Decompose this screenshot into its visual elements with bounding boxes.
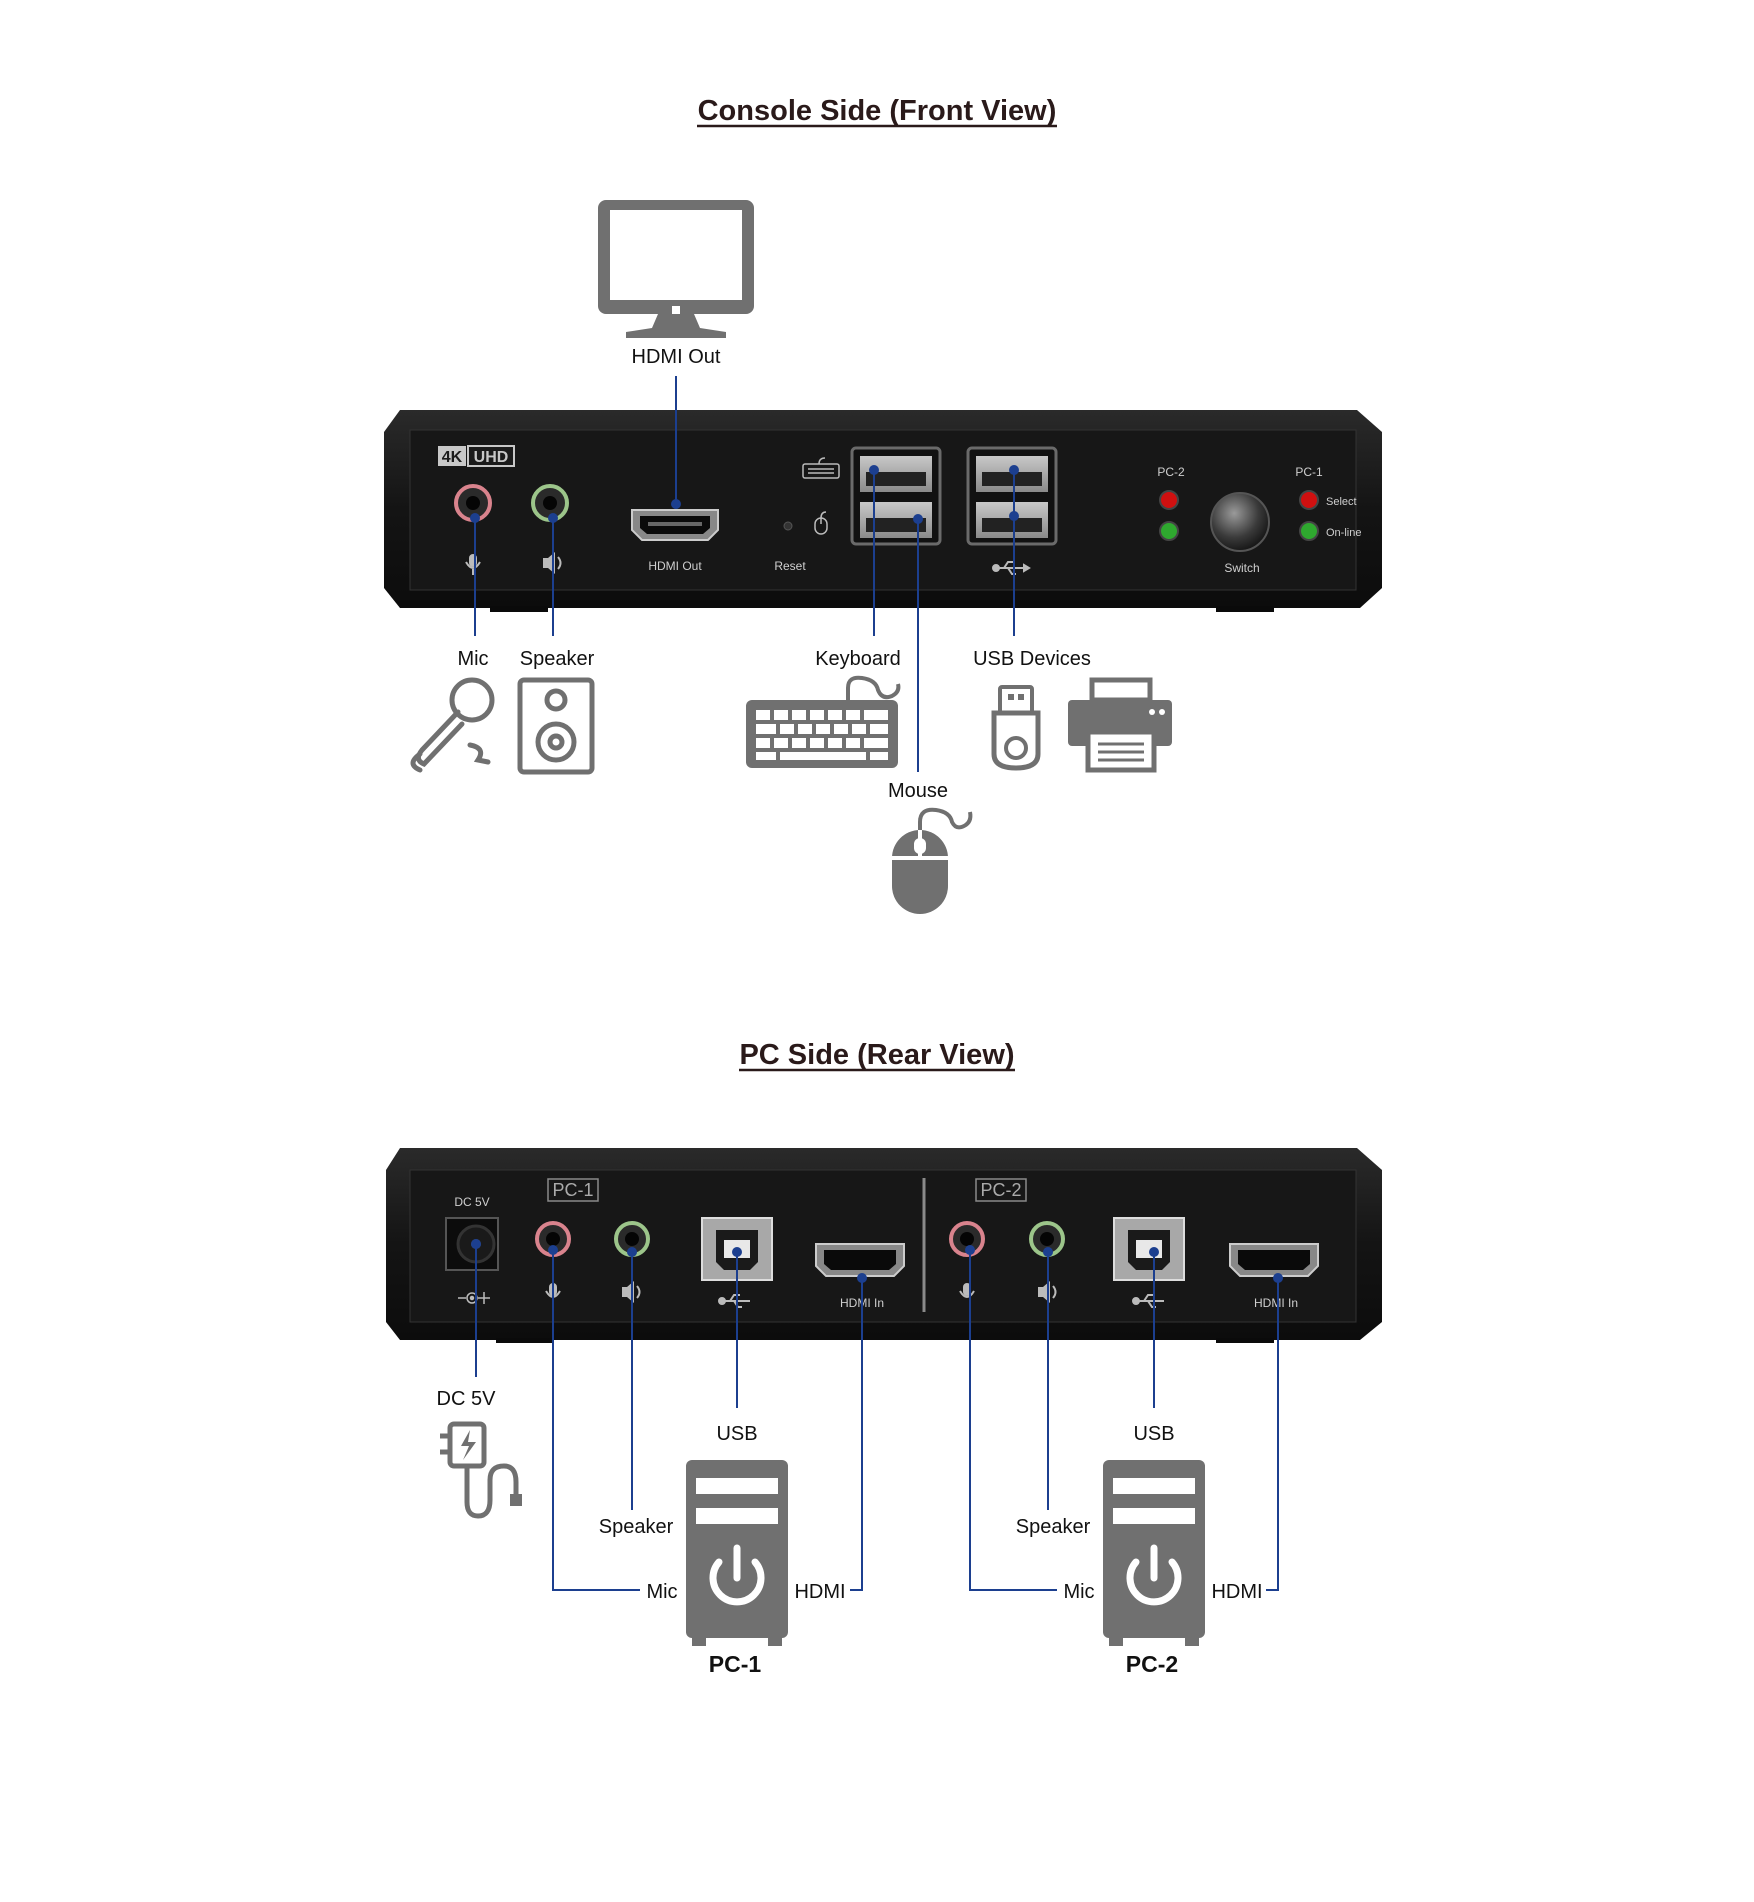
- front-view-title: Console Side (Front View): [698, 95, 1057, 127]
- 4k-badge-text: 4K: [442, 449, 463, 466]
- uhd-badge-text: UHD: [474, 449, 509, 466]
- rear-pc2-label-box: [975, 1178, 1027, 1202]
- reset-button: [783, 521, 793, 531]
- callout-usb-devices: USB Devices: [973, 648, 1091, 670]
- front-connector-lines: [474, 376, 1015, 772]
- callout-hdmi-out: HDMI Out: [632, 346, 721, 368]
- callout-pc1-hdmi: HDMI: [794, 1581, 845, 1603]
- callout-dc5v: DC 5V: [437, 1388, 497, 1410]
- panel-label-online: On-line: [1326, 527, 1361, 539]
- front-connector-dots: [470, 465, 1019, 524]
- callout-keyboard: Keyboard: [815, 648, 901, 670]
- panel-label-pc1: PC-1: [1295, 465, 1323, 479]
- pc1-label: PC-1: [709, 1651, 762, 1677]
- panel-label-rear-pc2-hdmi-in: HDMI In: [1254, 1296, 1298, 1310]
- 4k-badge: [438, 446, 466, 466]
- callout-speaker: Speaker: [520, 648, 595, 670]
- panel-label-dc5v: DC 5V: [454, 1195, 489, 1209]
- rear-pc1-hdmi-port: [815, 1243, 905, 1277]
- pc1-select-led: [1299, 490, 1319, 510]
- switch-knob: [1210, 492, 1270, 552]
- uhd-badge: [467, 445, 515, 467]
- callout-mouse: Mouse: [888, 780, 948, 802]
- front-hdmi-port: [631, 509, 719, 541]
- monitor-icon: [598, 200, 754, 338]
- pc1-tower-icon: [686, 1460, 788, 1646]
- pc2-online-led: [1159, 521, 1179, 541]
- panel-label-rear-pc1: PC-1: [552, 1180, 593, 1200]
- speaker-box-icon: [517, 677, 595, 775]
- rear-pc2-hdmi-port: [1229, 1243, 1319, 1277]
- rear-pc1-label-box: [547, 1178, 599, 1202]
- front-usb-stack-left: [850, 446, 942, 546]
- pc1-online-led: [1299, 521, 1319, 541]
- panel-label-pc2: PC-2: [1157, 465, 1185, 479]
- panel-label-reset: Reset: [774, 559, 806, 573]
- front-usb-stack-right: [966, 446, 1058, 546]
- rear-pc2-usb-b-port: [1113, 1217, 1185, 1281]
- power-adapter-icon: [440, 1421, 522, 1519]
- pc2-select-led: [1159, 490, 1179, 510]
- callout-mic: Mic: [457, 648, 488, 670]
- usb-drive-icon: [991, 685, 1041, 771]
- panel-keyboard-icon: [802, 457, 840, 479]
- callout-pc2-speaker: Speaker: [1016, 1516, 1091, 1538]
- panel-label-rear-pc2: PC-2: [980, 1180, 1021, 1200]
- callout-pc2-hdmi: HDMI: [1211, 1581, 1262, 1603]
- panel-label-select: Select: [1326, 496, 1357, 508]
- rear-view-title: PC Side (Rear View): [739, 1039, 1014, 1071]
- panel-label-switch: Switch: [1224, 561, 1259, 575]
- callout-pc2-mic: Mic: [1063, 1581, 1094, 1603]
- callout-pc1-usb: USB: [716, 1423, 757, 1445]
- callout-pc2-usb: USB: [1133, 1423, 1174, 1445]
- mouse-icon: [892, 807, 973, 914]
- keyboard-icon: [746, 675, 901, 768]
- front-mic-jack: [454, 484, 492, 522]
- microphone-icon: [410, 677, 495, 773]
- dc-polarity-icon: [458, 1292, 490, 1304]
- panel-mouse-icon: [814, 511, 828, 535]
- pc2-label: PC-2: [1126, 1651, 1178, 1677]
- usb-symbol-icon: [992, 561, 1031, 575]
- rear-connector-lines: [475, 1244, 1279, 1591]
- printer-icon: [1068, 677, 1172, 773]
- rear-connector-dots: [471, 1239, 1283, 1283]
- callout-pc1-speaker: Speaker: [599, 1516, 674, 1538]
- rear-pc2-usb-symbol-icon: [1132, 1294, 1164, 1308]
- rear-pc2-mic-jack: [949, 1221, 985, 1257]
- panel-label-hdmi-out: HDMI Out: [648, 559, 702, 573]
- pc2-tower-icon: [1103, 1460, 1205, 1646]
- callout-pc1-mic: Mic: [646, 1581, 677, 1603]
